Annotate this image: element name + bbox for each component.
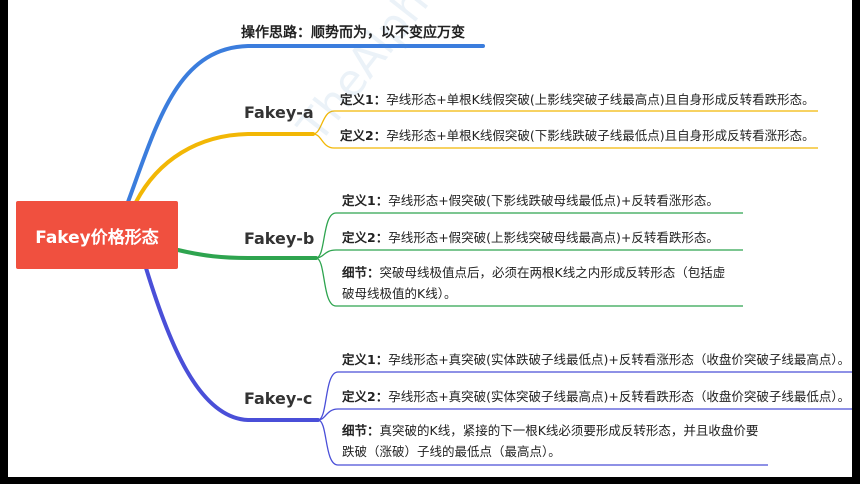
- item-key: 定义1：: [342, 193, 389, 208]
- item-text: 突破母线极值点后，必须在两根K线之内形成反转形态（包括虚: [379, 265, 726, 280]
- item-key: 定义2：: [342, 230, 389, 245]
- fakey-b-item-3[interactable]: 细节：突破母线极值点后，必须在两根K线之内形成反转形态（包括虚 破母线极值的K线…: [342, 262, 725, 304]
- fakey-c-item-2[interactable]: 定义2：孕线形态+真突破(实体突破子线最高点)+反转看跌形态（收盘价突破子线最低…: [342, 386, 850, 407]
- connector-fakey-b-item-2: [315, 249, 743, 259]
- fakey-b-item-1[interactable]: 定义1：孕线形态+假突破(下影线跌破母线最低点)+反转看涨形态。: [342, 190, 719, 211]
- item-text: 孕线形态+单根K线假突破(下影线跌破子线最低点)且自身形成反转看涨形态。: [386, 128, 815, 143]
- branch-fakey-c[interactable]: Fakey-c: [244, 389, 313, 408]
- item-key: 细节：: [342, 423, 380, 438]
- connector-top-note: [126, 44, 485, 204]
- branch-fakey-a[interactable]: Fakey-a: [244, 103, 314, 122]
- connector-fakey-b-item-3: [315, 257, 743, 307]
- item-text: 孕线形态+假突破(下影线跌破母线最低点)+反转看涨形态。: [388, 193, 719, 208]
- connector-fakey-a-item-2: [312, 133, 818, 149]
- fakey-c-item-1[interactable]: 定义1：孕线形态+真突破(实体跌破子线最低点)+反转看涨形态（收盘价突破子线最高…: [342, 349, 850, 370]
- connector-fakey-b: [176, 248, 318, 260]
- item-text-line-2: 破母线极值的K线）。: [342, 286, 457, 301]
- item-text-line-2: 跌破（涨破）子线的最低点（最高点）。: [342, 444, 561, 459]
- connector-fakey-c-item-3: [317, 419, 768, 466]
- fakey-c-item-3[interactable]: 细节：真突破的K线，紧接的下一根K线必须要形成反转形态，并且收盘价要 跌破（涨破…: [342, 420, 758, 462]
- connector-fakey-c-item-2: [317, 408, 852, 421]
- item-key: 定义1：: [340, 92, 387, 107]
- branch-fakey-b[interactable]: Fakey-b: [244, 229, 315, 248]
- root-node[interactable]: Fakey价格形态: [16, 201, 178, 269]
- fakey-b-item-2[interactable]: 定义2：孕线形态+假突破(上影线突破母线最高点)+反转看跌形态。: [342, 227, 719, 248]
- item-text: 孕线形态+真突破(实体突破子线最高点)+反转看跌形态（收盘价突破子线最低点）。: [388, 389, 851, 404]
- item-key: 定义2：: [340, 128, 387, 143]
- item-key: 定义2：: [342, 389, 389, 404]
- fakey-a-item-1[interactable]: 定义1：孕线形态+单根K线假突破(上影线突破子线最高点)且自身形成反转看跌形态。: [340, 89, 815, 110]
- item-text: 孕线形态+单根K线假突破(上影线突破子线最高点)且自身形成反转看跌形态。: [386, 92, 815, 107]
- mindmap-canvas: TheAlpha Fakey价格形态 操作思路：顺势而为，以不变应万变 Fake…: [8, 0, 852, 477]
- connector-fakey-c-item-1: [317, 371, 852, 421]
- item-key: 细节：: [342, 265, 380, 280]
- connector-fakey-a: [134, 132, 315, 204]
- top-note[interactable]: 操作思路：顺势而为，以不变应万变: [241, 25, 465, 41]
- item-text: 真突破的K线，紧接的下一根K线必须要形成反转形态，并且收盘价要: [379, 423, 759, 438]
- fakey-a-item-2[interactable]: 定义2：孕线形态+单根K线假突破(下影线跌破子线最低点)且自身形成反转看涨形态。: [340, 125, 815, 146]
- item-key: 定义1：: [342, 352, 389, 367]
- connector-fakey-c: [144, 266, 320, 422]
- connector-fakey-a-item-1: [312, 110, 818, 135]
- connector-fakey-b-item-1: [315, 212, 743, 259]
- mindmap-connectors: [126, 44, 852, 466]
- item-text: 孕线形态+假突破(上影线突破母线最高点)+反转看跌形态。: [388, 230, 719, 245]
- item-text: 孕线形态+真突破(实体跌破子线最低点)+反转看涨形态（收盘价突破子线最高点）。: [388, 352, 851, 367]
